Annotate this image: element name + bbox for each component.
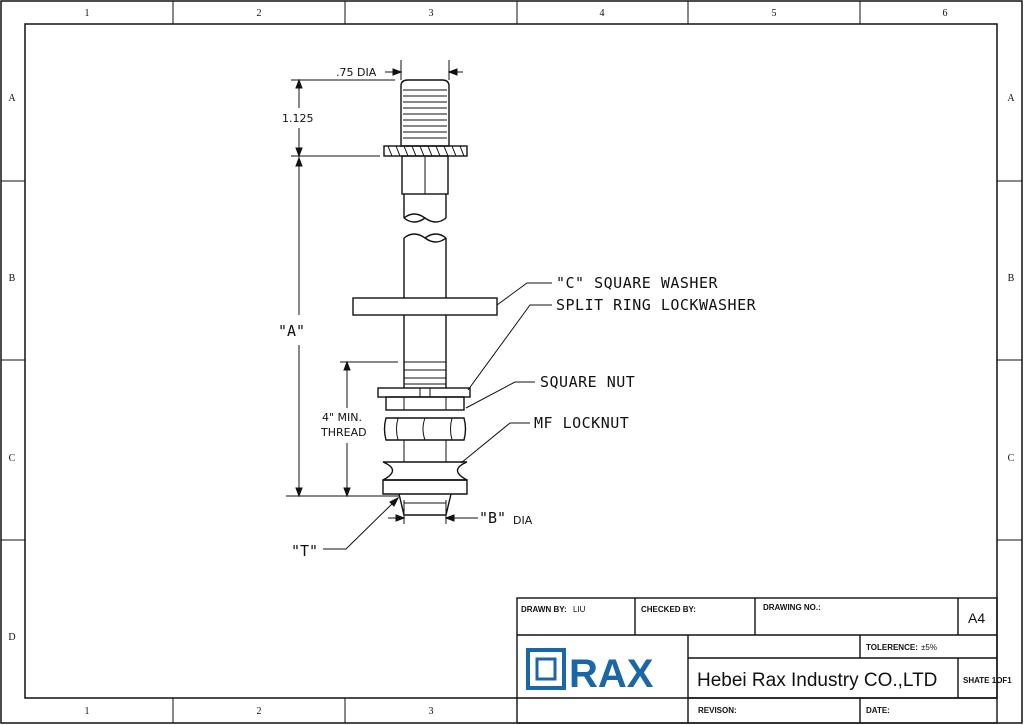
rod-break-upper-2 xyxy=(403,217,426,223)
dim-dia-top: .75 DIA xyxy=(336,66,377,79)
zone-left-d: D xyxy=(8,632,15,643)
tolerance-value: ±5% xyxy=(921,643,937,652)
revision-label: REVISON: xyxy=(698,706,737,715)
bolt-top-thread xyxy=(400,79,450,147)
dim-dia-b-suffix: DIA xyxy=(513,514,533,527)
company-logo: RAX xyxy=(526,648,654,696)
zone-right-c: C xyxy=(1008,453,1015,464)
bolt-bottom-cap xyxy=(382,479,468,495)
callout-locknut: MF LOCKNUT xyxy=(534,414,629,432)
dim-dia-b: "B" xyxy=(479,509,506,527)
rod-break-lower-2 xyxy=(424,233,447,239)
drawn-by-label: DRAWN BY: xyxy=(521,605,567,614)
flare-nut xyxy=(382,461,468,481)
dim-t: "T" xyxy=(291,542,318,560)
date-label: DATE: xyxy=(866,706,890,715)
sheet-number: SHATE 1OF1 xyxy=(963,676,1012,685)
dimension-lines xyxy=(286,60,478,550)
tolerance-label: TOLERENCE: xyxy=(866,643,918,652)
zone-top-2: 2 xyxy=(257,8,262,19)
bottom-zone-dividers xyxy=(172,698,518,723)
top-zone-dividers xyxy=(172,1,861,24)
logo-icon-outer xyxy=(526,648,566,690)
leader-locknut xyxy=(460,422,530,464)
zone-bottom-3: 3 xyxy=(429,706,434,717)
side-zone-dividers xyxy=(1,180,1022,541)
dim-height-top: 1.125 xyxy=(282,112,314,125)
anchor-bolt-drawing xyxy=(352,79,498,516)
zone-right-b: B xyxy=(1008,273,1015,284)
rod-upper xyxy=(403,194,447,218)
dim-thread-line1: 4" MIN. xyxy=(322,411,362,424)
callout-square-washer: "C" SQUARE WASHER xyxy=(556,274,718,292)
callout-leaders xyxy=(460,282,552,464)
leader-square-nut xyxy=(465,381,535,409)
title-block xyxy=(516,597,998,724)
bolt-chamfer xyxy=(398,493,452,516)
inner-frame xyxy=(24,23,998,699)
zone-top-4: 4 xyxy=(600,8,605,19)
bolt-top-thread-lines xyxy=(403,89,447,139)
callout-lockwasher: SPLIT RING LOCKWASHER xyxy=(556,296,757,314)
callout-square-nut: SQUARE NUT xyxy=(540,373,635,391)
dim-thread-line2: THREAD xyxy=(320,426,367,439)
leader-lockwasher xyxy=(467,304,552,391)
zone-top-1: 1 xyxy=(85,8,90,19)
mf-locknut xyxy=(383,417,467,441)
zone-bottom-2: 2 xyxy=(257,706,262,717)
zone-bottom-1: 1 xyxy=(85,706,90,717)
leader-square-washer xyxy=(496,282,552,306)
size-value: A4 xyxy=(968,610,985,626)
square-nut xyxy=(385,396,465,411)
zone-top-3: 3 xyxy=(429,8,434,19)
zone-left-a: A xyxy=(8,93,16,104)
square-washer xyxy=(352,297,498,316)
zone-top-6: 6 xyxy=(943,8,948,19)
split-lockwasher xyxy=(377,387,471,398)
dim-length-a: "A" xyxy=(278,322,305,340)
rod-lower xyxy=(403,238,447,298)
lockwasher-gap xyxy=(419,387,431,398)
zone-left-b: B xyxy=(9,273,16,284)
top-washer-teeth xyxy=(387,145,465,157)
checked-by-label: CHECKED BY: xyxy=(641,605,696,614)
drawing-no-label: DRAWING NO.: xyxy=(763,603,821,612)
drawn-by-value: LIU xyxy=(573,605,586,614)
zone-right-a: A xyxy=(1007,93,1015,104)
rod-middle xyxy=(403,315,447,362)
company-name: Hebei Rax Industry CO.,LTD xyxy=(697,670,937,691)
zone-top-5: 5 xyxy=(772,8,777,19)
zone-left-c: C xyxy=(9,453,16,464)
rod-thread-lines xyxy=(404,361,446,385)
logo-text: RAX xyxy=(569,652,654,696)
logo-icon-inner xyxy=(535,657,557,681)
